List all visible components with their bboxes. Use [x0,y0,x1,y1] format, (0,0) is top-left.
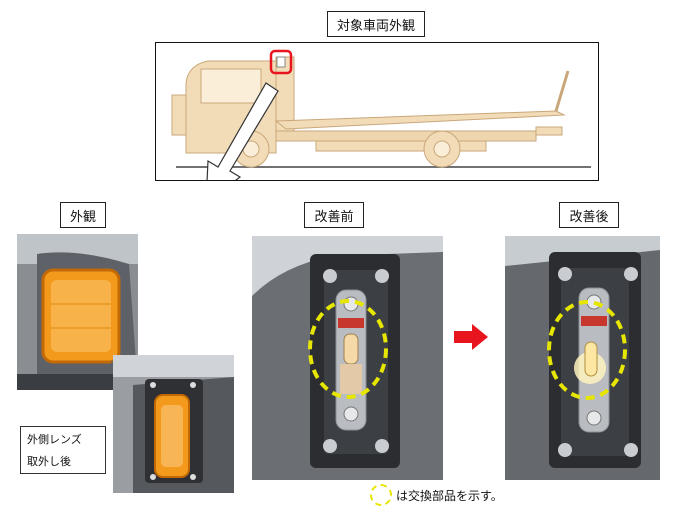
exterior-text: 外観 [69,209,96,225]
before-text: 改善前 [314,209,354,225]
dashed-circle-icon [370,484,392,506]
before-label: 改善前 [304,202,364,228]
lens-removed-photo [113,355,234,493]
exterior-label: 外観 [60,202,106,228]
title-text: 対象車両外観 [336,18,415,34]
before-photo [252,236,443,480]
title-label: 対象車両外観 [327,11,425,37]
exterior-photo [17,234,138,390]
legend-text: は交換部品を示す。 [396,488,503,503]
caption-line1: 外側レンズ [27,433,82,446]
red-arrow-icon [454,324,488,350]
after-label: 改善後 [559,202,619,228]
after-photo [505,236,660,480]
caption-box: 外側レンズ 取外し後 [20,426,106,474]
truck-illustration [171,49,591,205]
legend: は交換部品を示す。 [370,484,503,506]
after-text: 改善後 [569,209,609,225]
caption-line2: 取外し後 [27,455,71,468]
truck-diagram [155,42,599,205]
